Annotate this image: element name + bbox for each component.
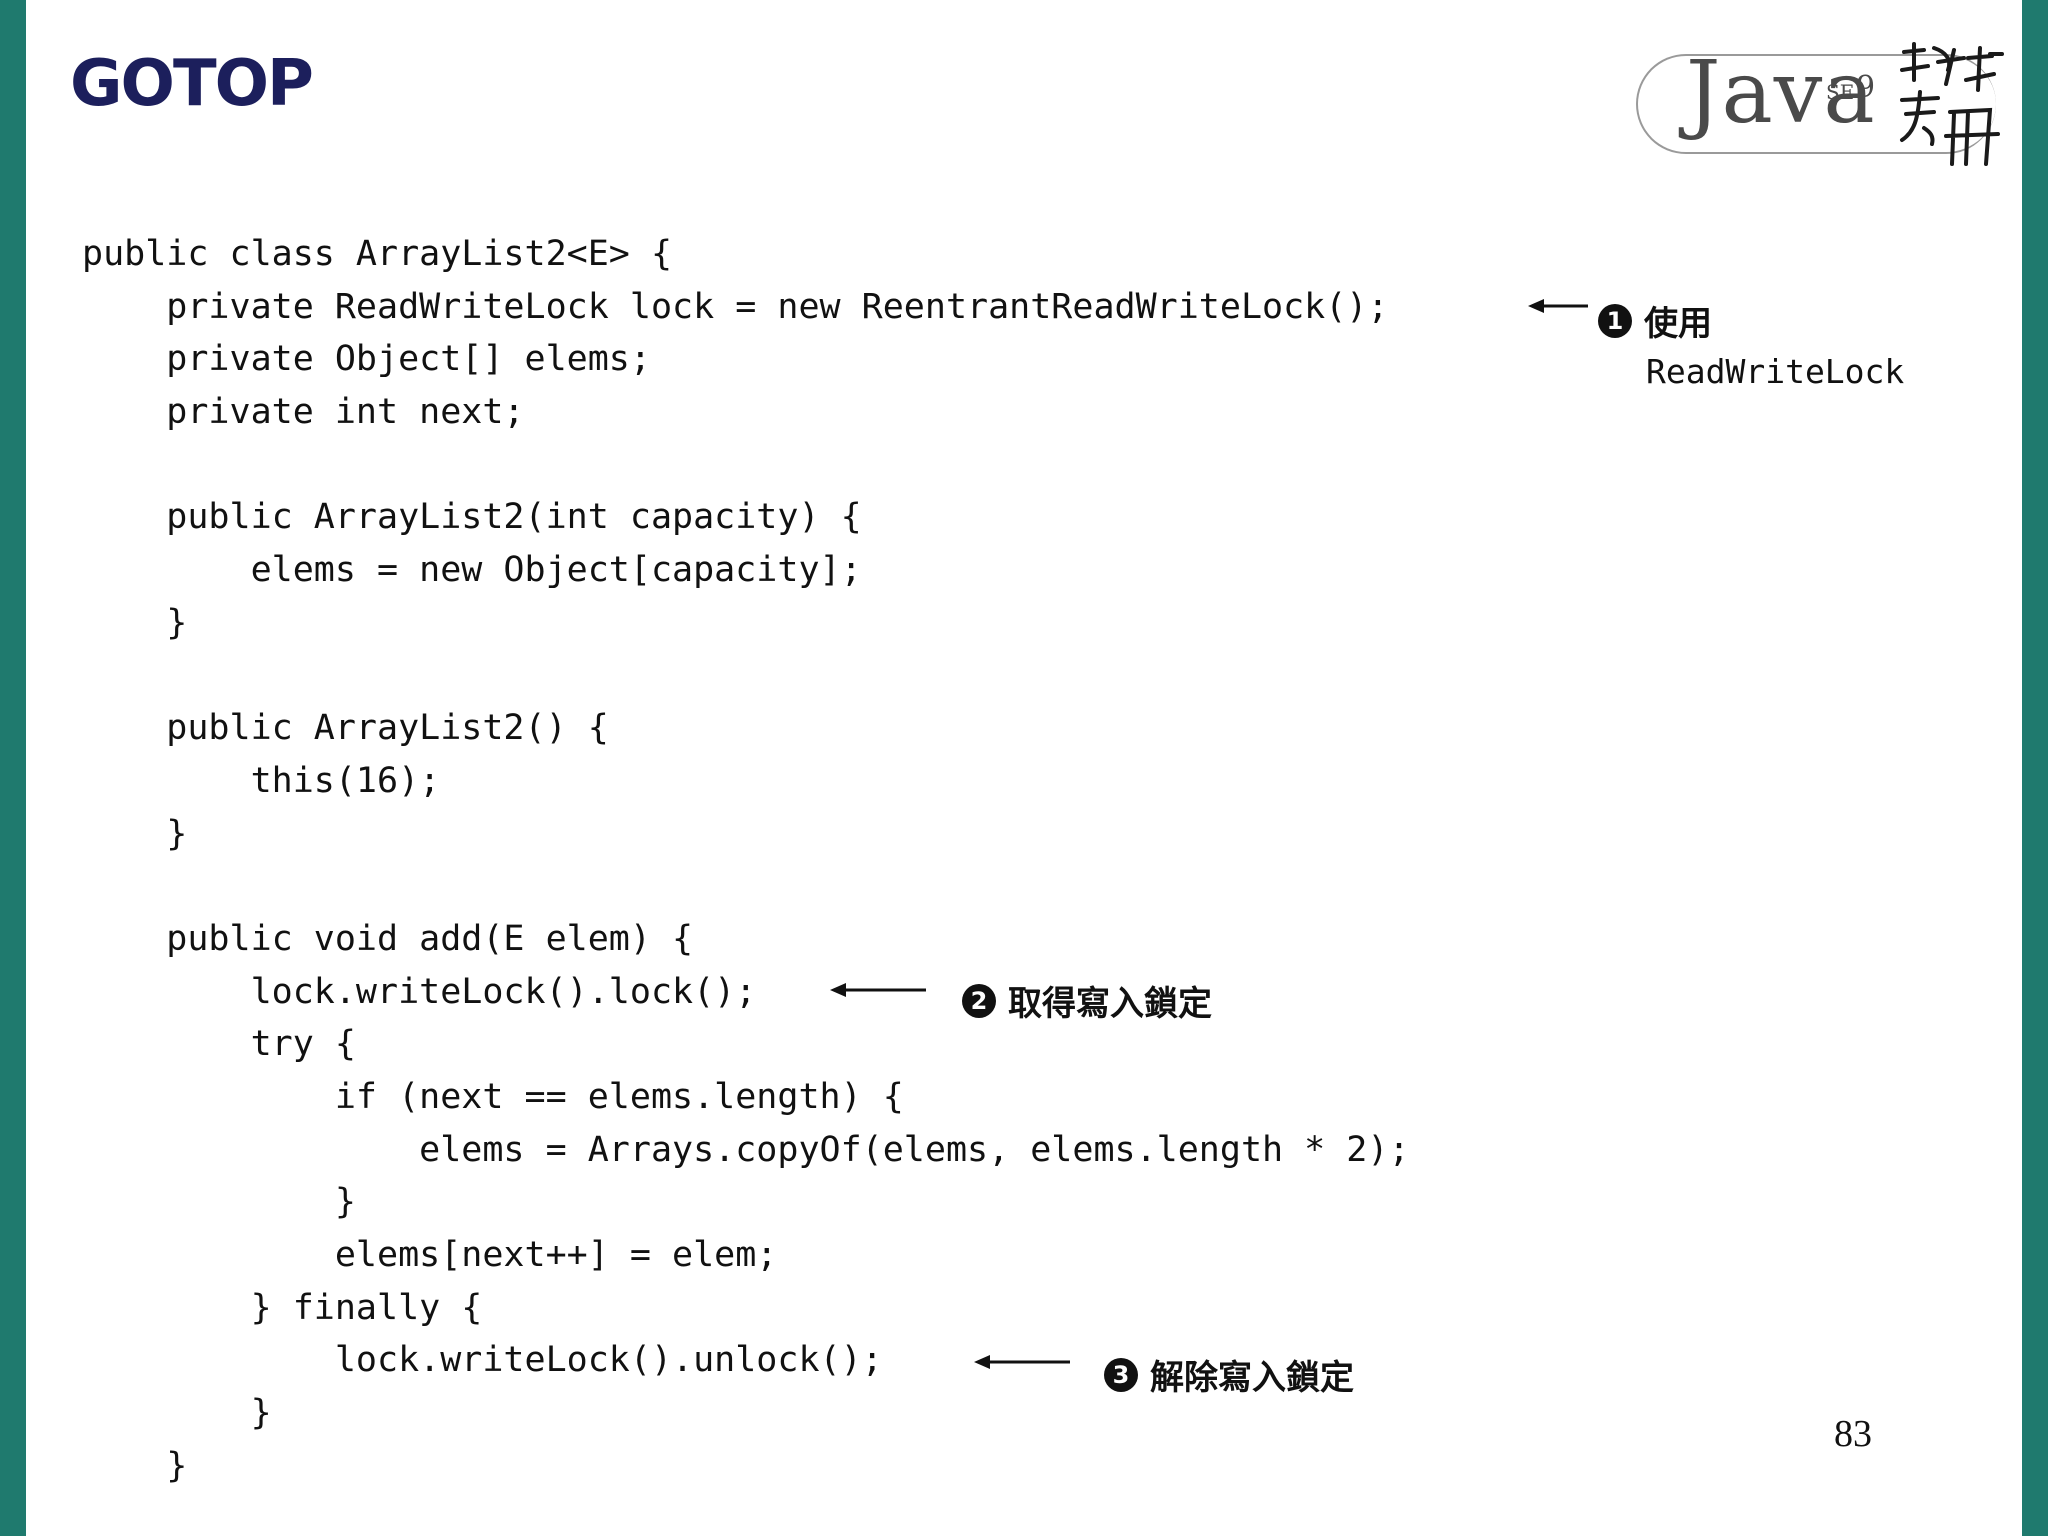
- book-logo-java: Java: [1686, 43, 1876, 143]
- code-line: public ArrayList2(int capacity) {: [82, 497, 862, 538]
- annotation-text: 使用: [1644, 304, 1712, 344]
- code-line: lock.writeLock().lock();: [82, 971, 757, 1012]
- right-accent-bar: [2022, 0, 2048, 1536]
- arrow-left-icon: [830, 983, 926, 997]
- code-line: }: [82, 1445, 188, 1486]
- code-line: private ReadWriteLock lock = new Reentra…: [82, 286, 1389, 327]
- annotation-text: 取得寫入鎖定: [1008, 984, 1212, 1024]
- code-line: private int next;: [82, 392, 525, 433]
- code-line: this(16);: [82, 760, 441, 801]
- book-logo: Java SE 9: [1636, 40, 2006, 180]
- code-line: public ArrayList2() {: [82, 708, 609, 749]
- code-line: }: [82, 602, 188, 643]
- code-line: }: [82, 1182, 356, 1223]
- annotation-2: 2 取得寫入鎖定: [962, 976, 1212, 1025]
- left-accent-bar: [0, 0, 26, 1536]
- annotation-number-badge: 1: [1598, 303, 1632, 338]
- code-line: private Object[] elems;: [82, 339, 651, 380]
- code-line: lock.writeLock().unlock();: [82, 1340, 883, 1381]
- code-line: [82, 650, 1410, 703]
- code-line: }: [82, 813, 188, 854]
- publisher-logo: GOTOP: [70, 47, 314, 121]
- code-line: [82, 439, 1410, 492]
- annotation-number-badge: 3: [1104, 1357, 1138, 1392]
- annotation-1: 1 使用: [1598, 296, 1712, 345]
- book-logo-version: 9: [1856, 70, 1876, 105]
- annotation-1-subtext: ReadWriteLock: [1646, 352, 1905, 391]
- code-line: } finally {: [82, 1287, 483, 1328]
- code-line: elems[next++] = elem;: [82, 1235, 778, 1276]
- handwriting-logo-icon: [1900, 42, 2004, 166]
- arrow-left-icon: [974, 1355, 1070, 1369]
- code-line: public void add(E elem) {: [82, 918, 694, 959]
- publisher-logo-text: GOTOP: [70, 47, 314, 121]
- code-line: try {: [82, 1024, 356, 1065]
- book-logo-outline: [1636, 54, 1996, 154]
- book-logo-se: SE: [1826, 80, 1855, 104]
- annotation-text: 解除寫入鎖定: [1150, 1358, 1354, 1398]
- code-line: if (next == elems.length) {: [82, 1077, 904, 1117]
- code-line: [82, 860, 1410, 913]
- code-line: }: [82, 1393, 272, 1434]
- slide: [26, 0, 2022, 1536]
- code-line: elems = new Object[capacity];: [82, 550, 862, 591]
- code-line: public class ArrayList2<E> {: [82, 234, 673, 274]
- arrow-left-icon: [1528, 299, 1588, 313]
- annotation-3: 3 解除寫入鎖定: [1104, 1350, 1354, 1399]
- code-listing: public class ArrayList2<E> { private Rea…: [82, 228, 1410, 1493]
- annotation-number-badge: 2: [962, 983, 996, 1018]
- code-line: elems = Arrays.copyOf(elems, elems.lengt…: [82, 1129, 1410, 1170]
- page-number: 83: [1834, 1413, 1872, 1455]
